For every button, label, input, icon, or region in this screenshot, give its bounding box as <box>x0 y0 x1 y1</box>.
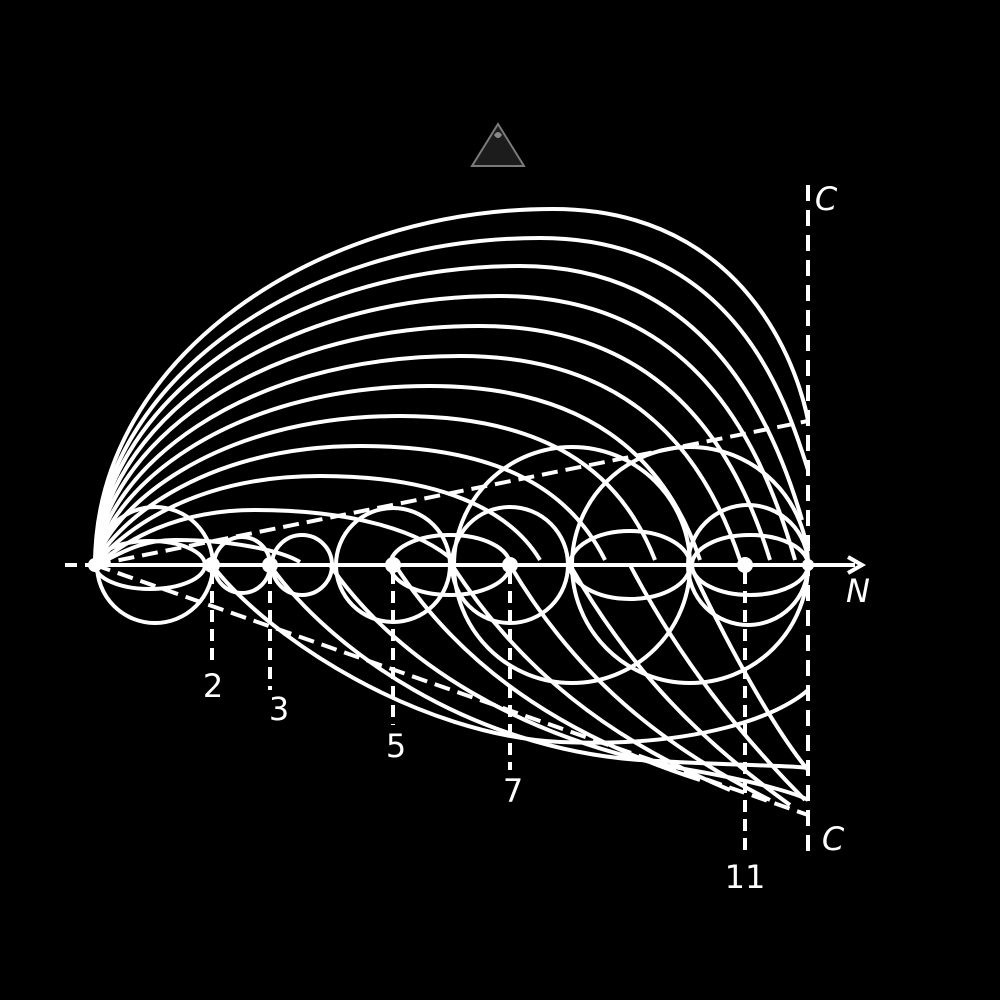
marker-node-5 <box>385 557 401 573</box>
marker-node-11 <box>737 557 753 573</box>
axis-nodes <box>88 557 814 573</box>
marker-node-7 <box>502 557 518 573</box>
marker-node-2 <box>204 557 220 573</box>
origin-node <box>88 558 102 572</box>
axis-label-n: N <box>846 572 870 610</box>
marker-node-3 <box>262 557 278 573</box>
marker-label-5: 5 <box>386 727 406 765</box>
limit-node <box>802 559 814 571</box>
marker-label-3: 3 <box>269 690 289 728</box>
upper-arc-family <box>93 206 810 567</box>
n-axis-arrowhead <box>847 555 867 575</box>
lower-envelope-line <box>94 563 809 817</box>
triangle-logo-icon <box>470 122 526 167</box>
line-work <box>65 185 867 860</box>
marker-label-2: 2 <box>203 667 223 705</box>
lower-arc-family <box>210 563 810 807</box>
marker-label-11: 11 <box>725 858 766 896</box>
upper-envelope-line <box>94 419 809 567</box>
limit-label-c-bottom: C <box>822 820 845 858</box>
marker-label-7: 7 <box>503 772 523 810</box>
limit-label-c-top: C <box>815 180 838 218</box>
